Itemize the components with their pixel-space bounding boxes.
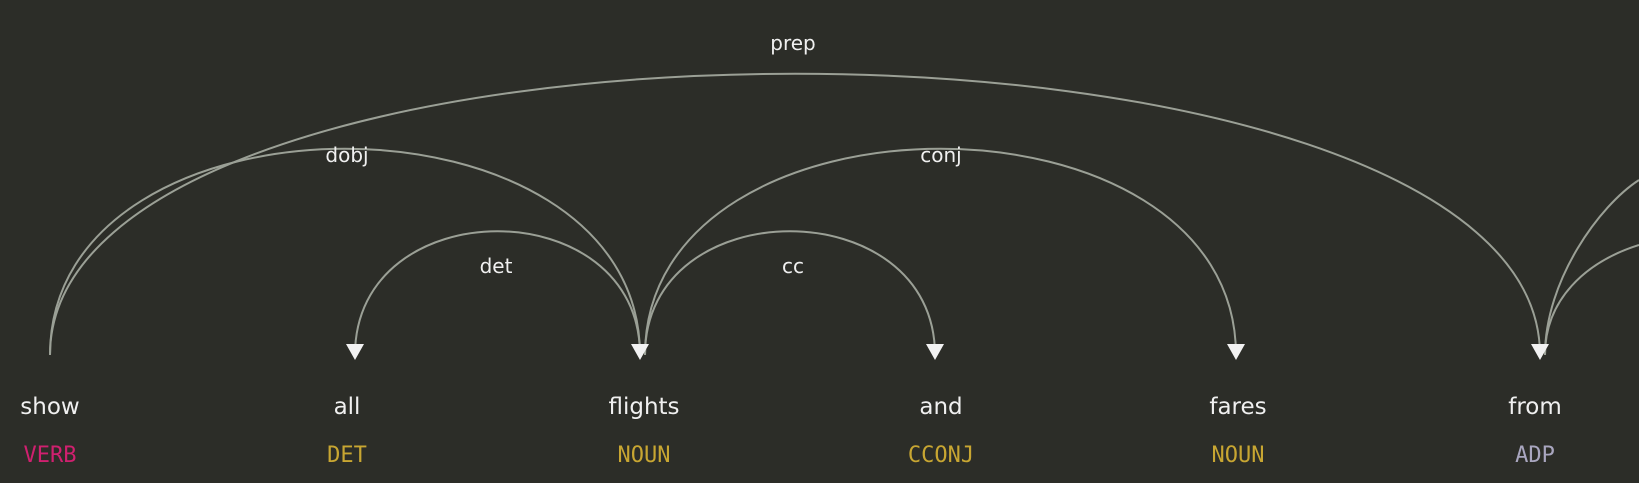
token-pos-tag: DET xyxy=(327,443,367,468)
token-pos-tag: VERB xyxy=(24,443,77,468)
token-word: and xyxy=(919,394,962,420)
arc-label-dobj: dobj xyxy=(325,143,368,167)
arc-offscreen-1 xyxy=(1544,179,1639,356)
token-pos-tag: CCONJ xyxy=(908,443,974,468)
token-word: from xyxy=(1508,394,1562,420)
arc-det xyxy=(354,230,641,356)
arrowhead-prep xyxy=(1531,344,1549,360)
arrowhead-dobj xyxy=(631,344,649,360)
arc-offscreen-2 xyxy=(1544,244,1639,356)
arc-cc xyxy=(644,230,936,356)
token-word: flights xyxy=(608,394,679,420)
token-word: fares xyxy=(1209,394,1266,420)
token-pos-tag: NOUN xyxy=(1212,443,1265,468)
token-pos-tag: ADP xyxy=(1515,443,1555,468)
arc-label-conj: conj xyxy=(920,143,961,167)
arc-label-det: det xyxy=(480,254,513,278)
arrowhead-cc xyxy=(926,344,944,360)
arc-conj xyxy=(644,147,1237,356)
token-word: all xyxy=(334,394,361,420)
token-word: show xyxy=(20,394,79,420)
arc-dobj xyxy=(49,147,641,356)
arc-label-cc: cc xyxy=(782,254,804,278)
token-pos-tag: NOUN xyxy=(618,443,671,468)
arrowhead-det xyxy=(346,344,364,360)
arc-label-prep: prep xyxy=(770,31,815,55)
arc-prep xyxy=(49,72,1541,356)
arrowhead-conj xyxy=(1227,344,1245,360)
